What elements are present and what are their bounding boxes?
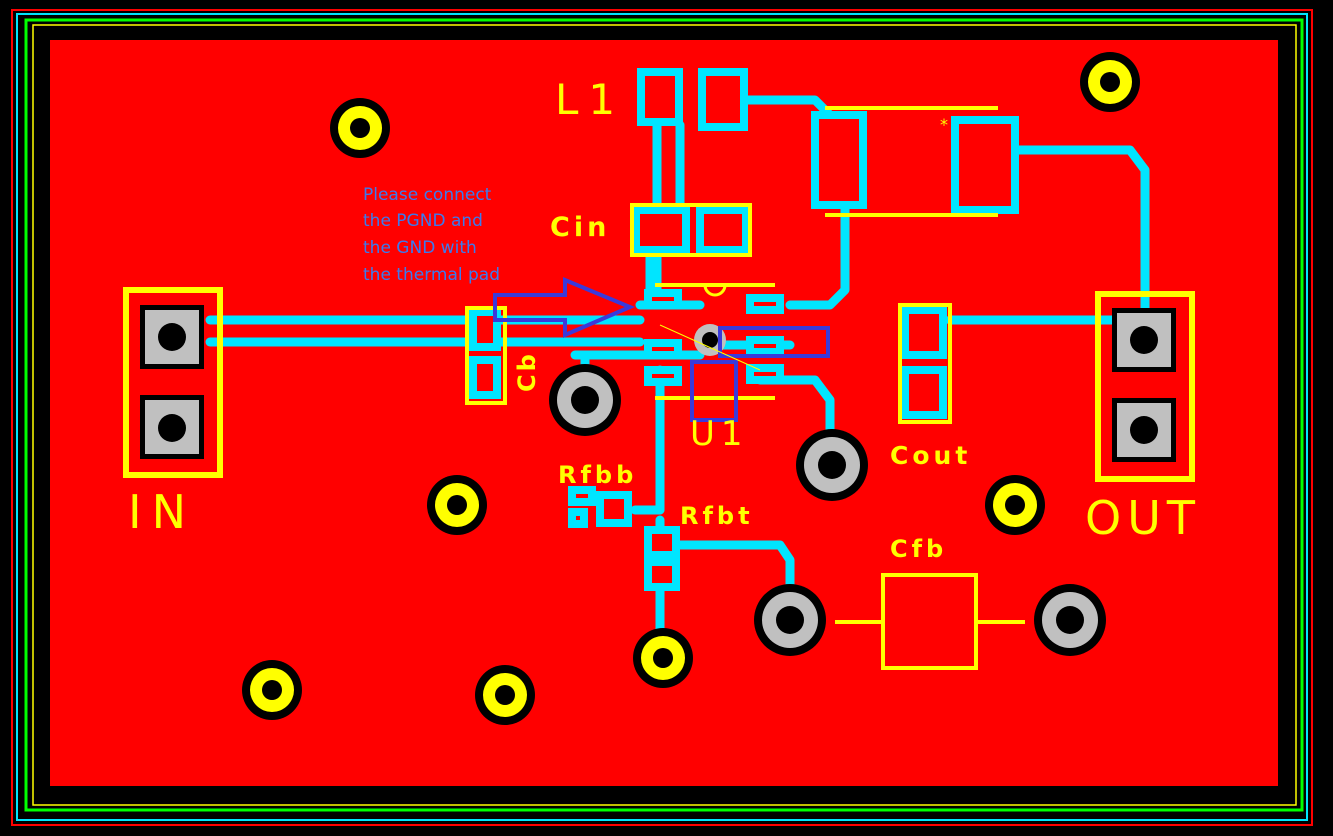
label-cout: Cout [890, 441, 971, 470]
label-cfb: Cfb [890, 535, 947, 563]
note-line-4: the thermal pad [363, 265, 500, 285]
annotation-arrow [493, 277, 636, 339]
yellow-vias [242, 52, 1140, 725]
label-cb: Cb [513, 351, 541, 392]
label-cin: Cin [550, 212, 610, 243]
silkscreen [123, 106, 1195, 670]
board-outline-red [11, 9, 1313, 826]
note-line-3: the GND with [363, 238, 477, 258]
connector-pads [140, 305, 1176, 462]
label-l1: L1 [555, 75, 625, 124]
board-outline-yellow [32, 24, 1297, 806]
annotation-box-bottom [690, 360, 738, 422]
round-through-holes [549, 364, 1106, 656]
u1-pin1-marker [703, 284, 727, 297]
inductor-polarity-mark: * [940, 115, 948, 134]
label-rfbb: Rfbb [558, 461, 637, 489]
annotation-box-right [718, 326, 830, 358]
label-out: OUT [1085, 491, 1201, 545]
label-rfbt: Rfbt [680, 502, 754, 530]
label-in: IN [128, 485, 196, 539]
note-line-1: Please connect [363, 185, 492, 205]
smd-pads [469, 68, 1019, 591]
annotation-note: Please connect the PGND and the GND with… [363, 185, 500, 285]
note-line-2: the PGND and [363, 211, 483, 231]
label-u1: U1 [690, 414, 749, 454]
board-outline-cyan [16, 13, 1308, 821]
board-outline-green [24, 18, 1304, 812]
